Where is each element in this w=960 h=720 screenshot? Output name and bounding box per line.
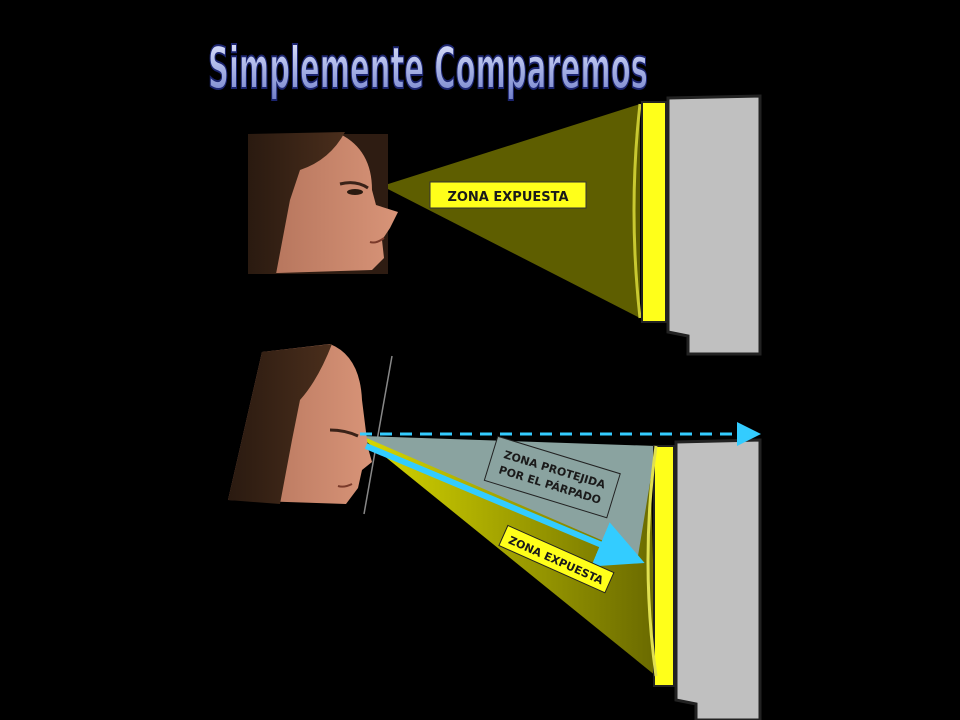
bottom-face-photo <box>228 344 372 504</box>
bottom-cornea-curve <box>646 445 658 677</box>
bottom-wall <box>674 438 762 720</box>
top-lens <box>641 101 667 323</box>
bottom-lens <box>653 445 675 687</box>
top-wall <box>666 94 762 356</box>
top-face-photo <box>248 132 398 274</box>
top-cornea-curve <box>632 103 642 319</box>
slide-title: Simplemente Comparemos <box>208 34 648 102</box>
bottom-panel: ZONA PROTEJIDA POR EL PÁRPADO ZONA EXPUE… <box>228 344 762 720</box>
top-exposed-cone <box>382 104 640 318</box>
bottom-exposed-label-box <box>498 524 615 594</box>
eyelid-line <box>363 355 393 515</box>
protected-label-box <box>483 435 621 519</box>
top-exposed-label-box <box>429 181 587 209</box>
top-panel: ZONA EXPUESTA <box>248 94 762 356</box>
gaze-arrow <box>364 443 645 567</box>
top-exposed-label: ZONA EXPUESTA <box>447 190 568 205</box>
